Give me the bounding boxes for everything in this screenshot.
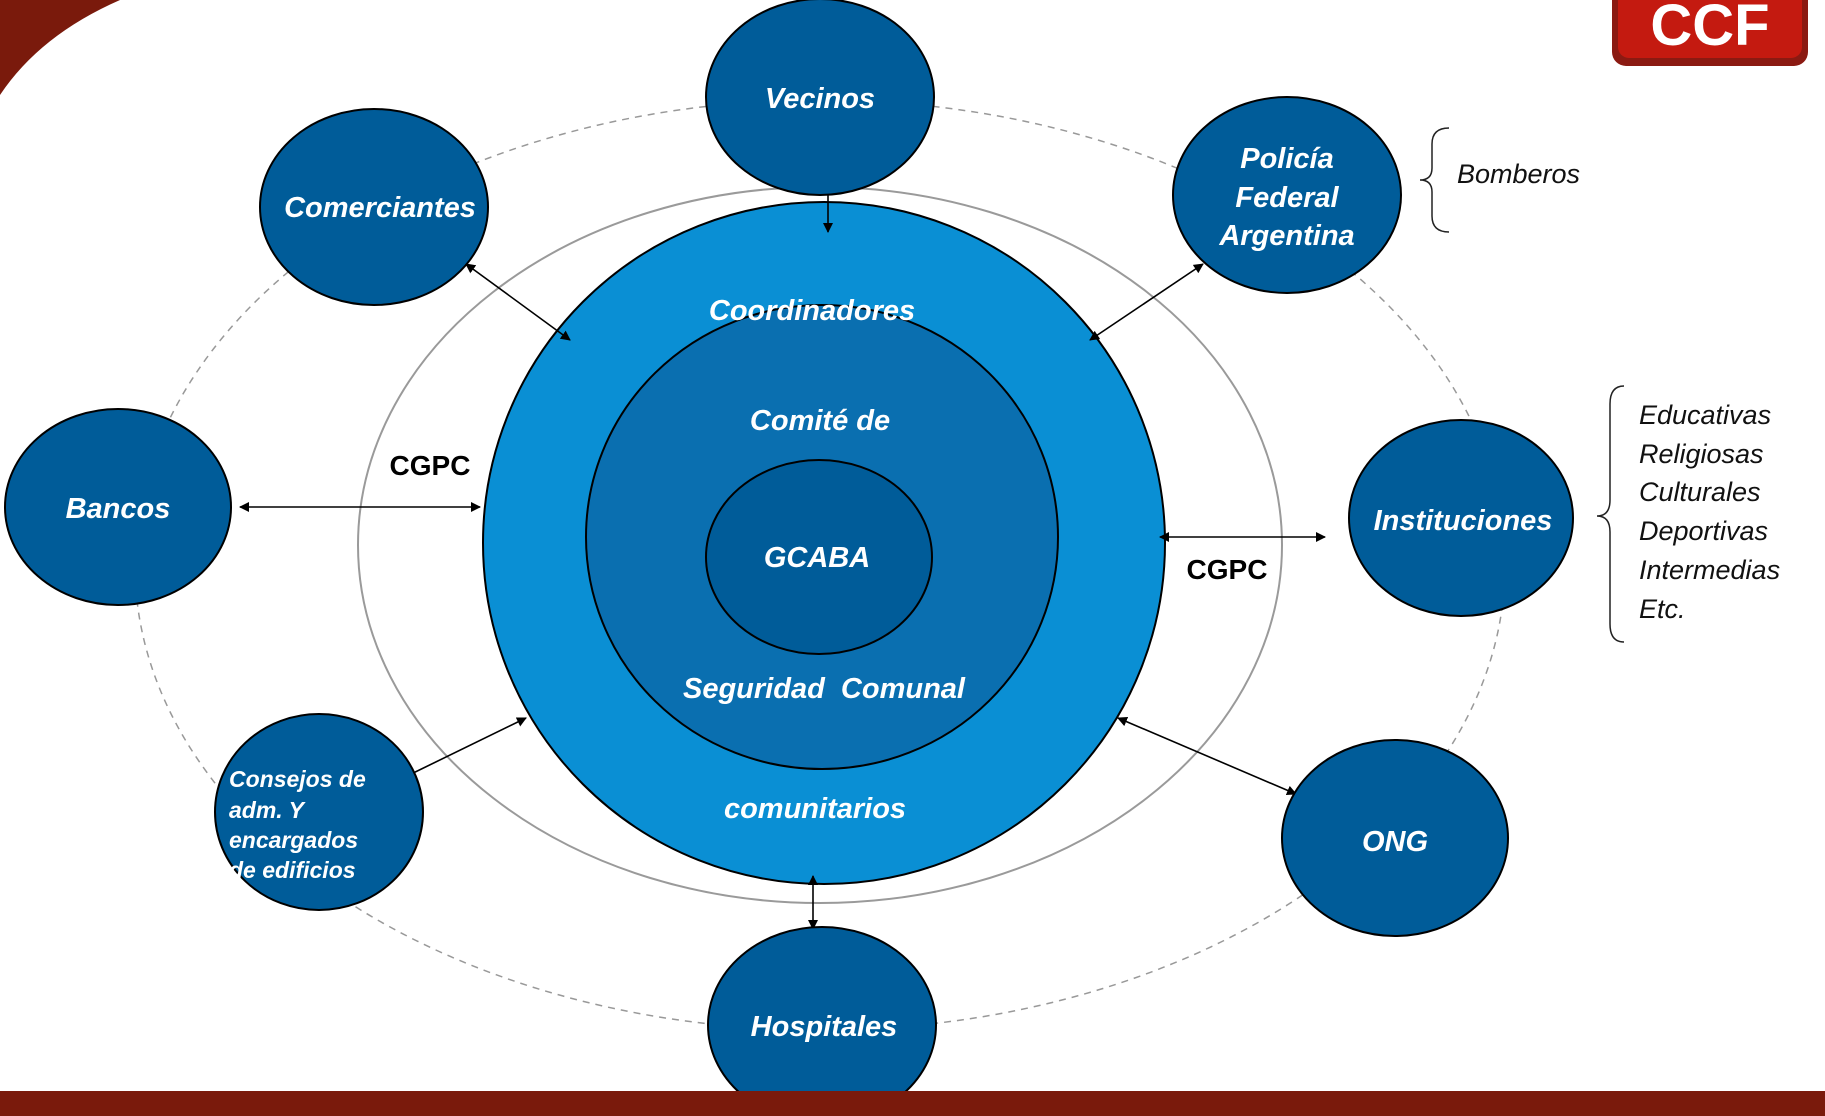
arrow-policia	[1089, 263, 1204, 341]
consejos-label-3: encargados	[229, 827, 358, 853]
comerciantes-label: Comerciantes	[284, 192, 476, 224]
consejos-label-2: adm. Y	[229, 797, 307, 823]
bottom-bar	[0, 1091, 1825, 1116]
logo-text: CCF	[1650, 0, 1769, 58]
coordinadores-label: Coordinadores	[709, 295, 915, 327]
arrow-comerciantes	[465, 263, 571, 341]
node-bancos: Bancos	[4, 408, 232, 606]
policia-label-3: Argentina	[1218, 220, 1354, 252]
inner-circle-gcaba	[705, 459, 933, 655]
ong-label: ONG	[1362, 826, 1428, 858]
ccf-logo: CCF	[1612, 0, 1808, 66]
connectors	[239, 177, 1326, 930]
seguridad-comunal-label: Seguridad Comunal	[683, 673, 966, 705]
node-ong: ONG	[1281, 739, 1509, 937]
cgpc-left-label: CGPC	[390, 450, 471, 481]
arrow-consejos	[404, 717, 527, 778]
instituciones-brace	[1596, 385, 1625, 643]
consejos-label-4: de edificios	[229, 857, 356, 883]
corner-decoration	[0, 0, 120, 95]
bomberos-label: Bomberos	[1457, 159, 1580, 189]
comunitarios-label: comunitarios	[724, 793, 906, 825]
node-vecinos: Vecinos	[705, 0, 935, 196]
policia-label-2: Federal	[1235, 182, 1339, 214]
node-hospitales: Hospitales	[707, 926, 937, 1116]
node-consejos: Consejos de adm. Y encargados de edifici…	[214, 713, 424, 911]
policia-label-1: Policía	[1240, 143, 1334, 175]
instituciones-list-2: Religiosas	[1639, 439, 1764, 469]
hospitales-label: Hospitales	[751, 1011, 898, 1043]
instituciones-list-4: Deportivas	[1639, 516, 1768, 546]
instituciones-list-6: Etc.	[1639, 594, 1686, 624]
instituciones-list-3: Culturales	[1639, 477, 1761, 507]
instituciones-list-1: Educativas	[1639, 400, 1771, 430]
comite-de-label: Comité de	[750, 405, 890, 437]
bomberos-brace	[1419, 127, 1450, 233]
consejos-label-1: Consejos de	[229, 766, 366, 792]
cgpc-right-label: CGPC	[1187, 554, 1268, 585]
gcaba-label: GCABA	[764, 542, 870, 574]
node-policia: Policía Federal Argentina	[1172, 96, 1402, 294]
instituciones-list-5: Intermedias	[1639, 555, 1780, 585]
node-comerciantes: Comerciantes	[259, 108, 489, 306]
bancos-label: Bancos	[66, 493, 171, 525]
node-instituciones: Instituciones	[1348, 419, 1574, 617]
instituciones-label: Instituciones	[1374, 505, 1553, 537]
arrow-ong	[1117, 716, 1297, 796]
vecinos-label: Vecinos	[765, 83, 875, 115]
